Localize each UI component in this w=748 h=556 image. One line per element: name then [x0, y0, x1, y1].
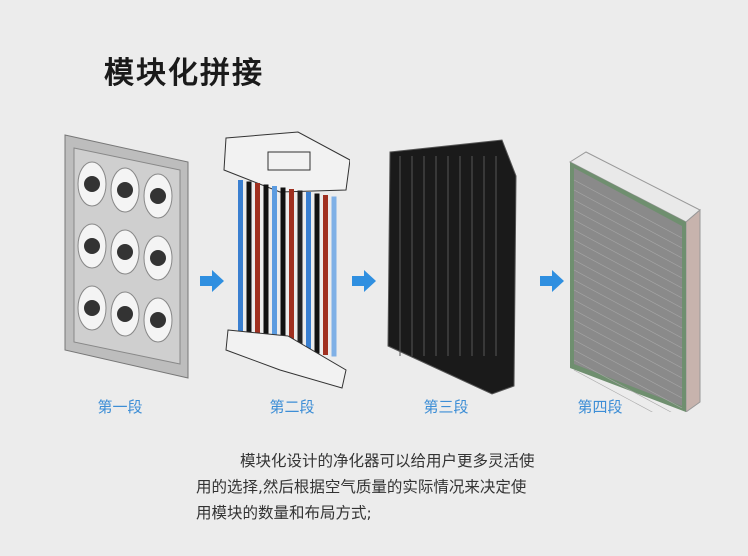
description: 模块化设计的净化器可以给用户更多灵活使 用的选择,然后根据空气质量的实际情况来决…	[196, 448, 562, 526]
description-line: 模块化设计的净化器可以给用户更多灵活使	[240, 452, 535, 470]
stage-label: 第三段	[423, 398, 469, 416]
stage-label: 第二段	[269, 398, 315, 416]
arrow-icon	[200, 270, 224, 292]
arrow-icon	[352, 270, 376, 292]
description-line: 用模块的数量和布局方式;	[196, 504, 372, 522]
stage-2-ionizer-image	[223, 131, 350, 389]
stage-label: 第一段	[97, 398, 143, 416]
page-title: 模块化拼接	[104, 56, 264, 91]
description-line: 用的选择,然后根据空气质量的实际情况来决定使	[196, 478, 527, 496]
stage-label: 第四段	[577, 398, 623, 416]
arrow-icon	[540, 270, 564, 292]
stage-4-hepa-filter-image	[568, 151, 701, 412]
stage-3-collector-image	[387, 139, 517, 395]
stage-1-pre-filter-image	[64, 134, 189, 379]
